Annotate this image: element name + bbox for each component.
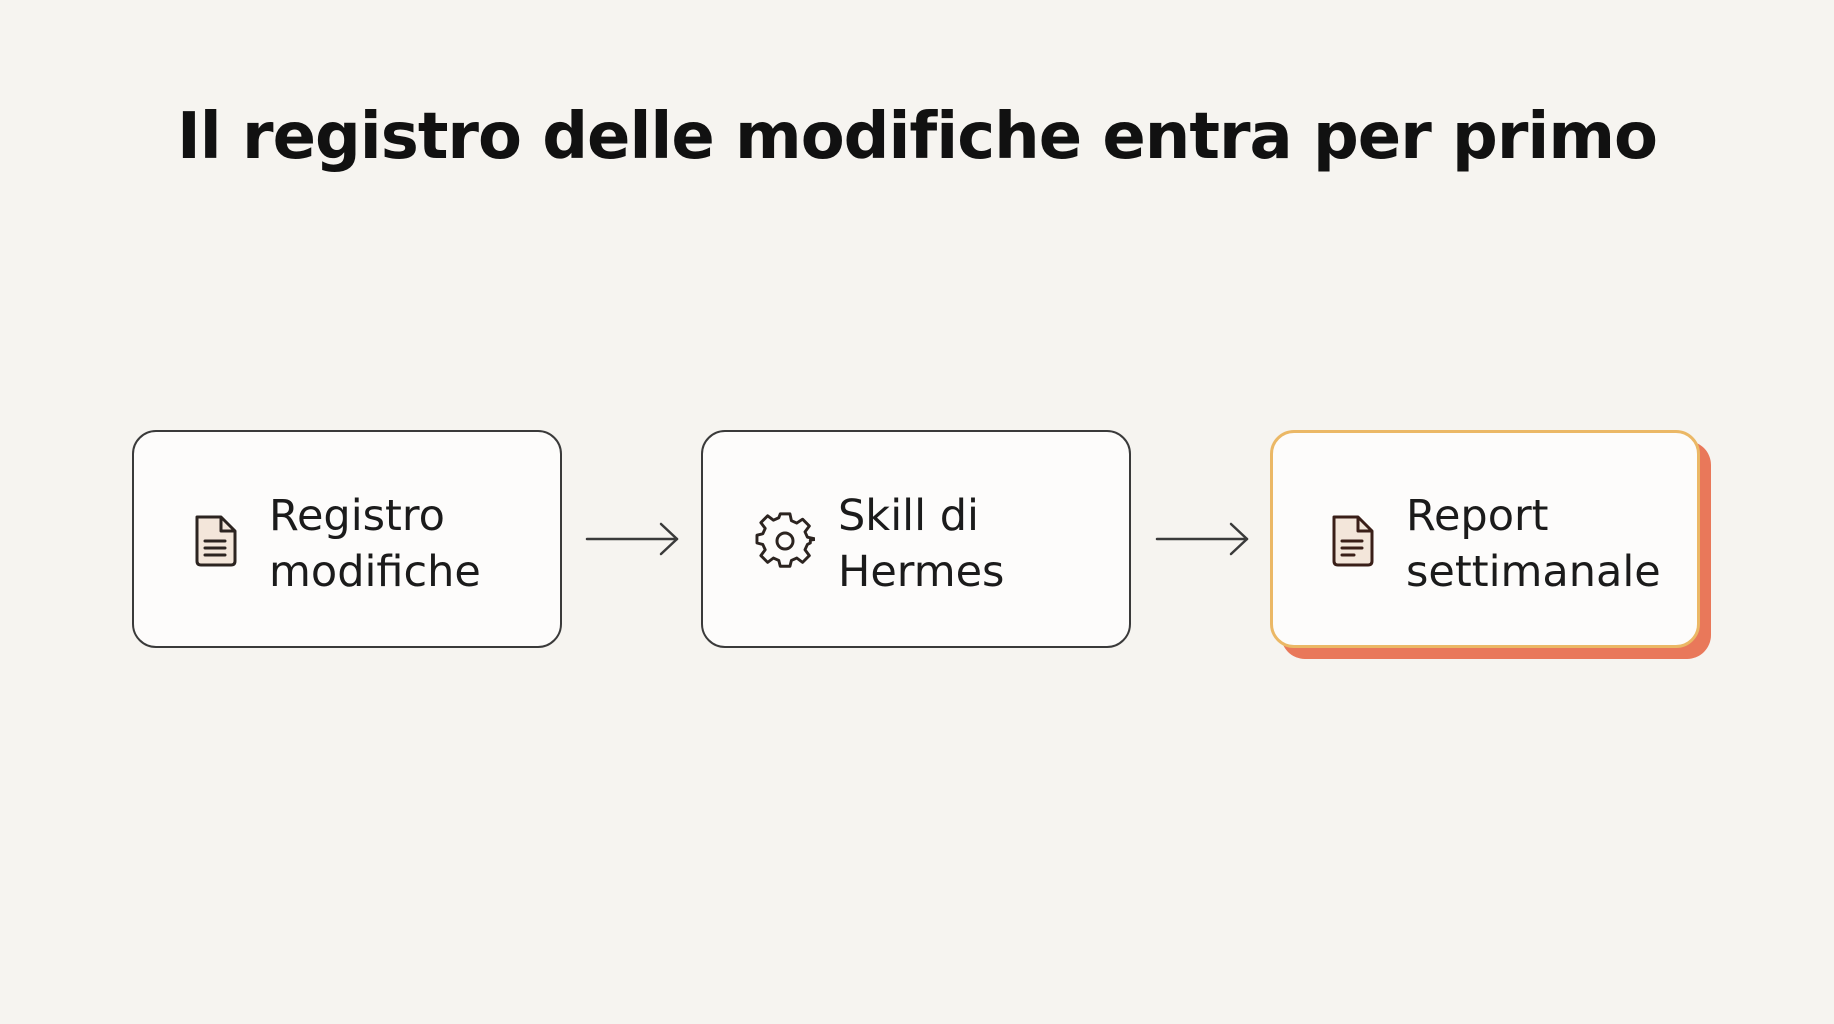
- gear-icon: [755, 511, 816, 571]
- arrow-right-icon: [585, 522, 679, 556]
- step-box-registro-modifiche: Registro modifiche: [132, 430, 562, 648]
- arrow-right-icon: [1155, 522, 1249, 556]
- step-label-line: settimanale: [1406, 547, 1661, 597]
- step-box-report-settimanale: Report settimanale: [1270, 430, 1700, 648]
- step-label-line: Registro: [269, 491, 445, 541]
- step-label-line: Skill di: [838, 491, 979, 541]
- step-label-line: Hermes: [838, 547, 1005, 597]
- step-label: Registro modifiche: [269, 488, 481, 600]
- diagram-title: Il registro delle modifiche entra per pr…: [176, 100, 1658, 174]
- step-box-skill-di-hermes: Skill di Hermes: [701, 430, 1131, 648]
- step-label: Report settimanale: [1406, 488, 1661, 600]
- step-label-line: modifiche: [269, 547, 481, 597]
- document-icon: [186, 511, 246, 571]
- step-label: Skill di Hermes: [838, 488, 1004, 600]
- step-label-line: Report: [1406, 491, 1549, 541]
- document-icon: [1323, 511, 1383, 571]
